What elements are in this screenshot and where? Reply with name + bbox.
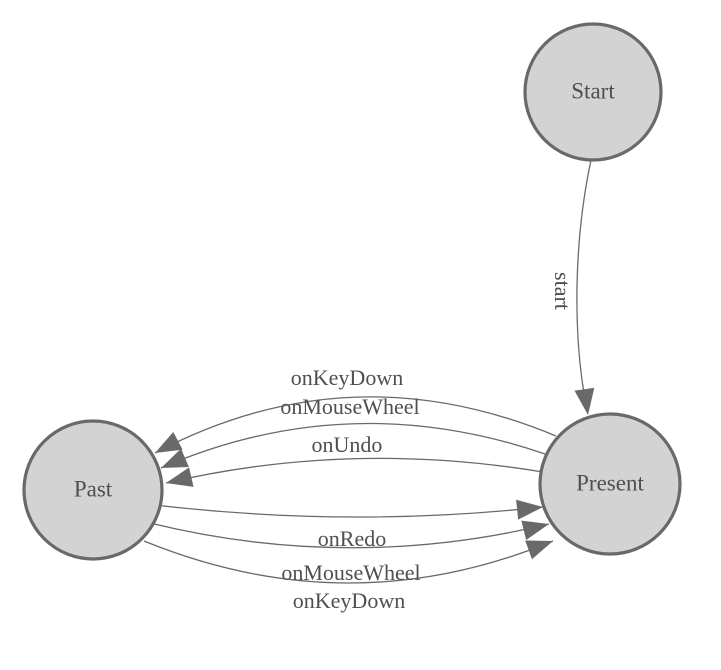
edge-past-to-present-onkeydown-arrowhead	[525, 540, 553, 560]
edge-present-to-past-onundo	[165, 457, 544, 484]
edge-present-to-past-onkeydown	[154, 396, 557, 454]
edge-present-to-past-onmousewheel-label: onMouseWheel	[280, 394, 419, 419]
edge-present-to-past-onmousewheel-arrowhead	[161, 448, 189, 468]
state-node-present[interactable]	[538, 412, 682, 556]
labels-layer: start onKeyDown onMouseWheel onUndo onRedo on…	[74, 79, 645, 614]
state-node-past-label: Past	[74, 477, 113, 502]
edge-present-to-past-onundo-arrowhead	[166, 467, 194, 487]
edge-past-to-present-onredo-label: onRedo	[318, 526, 386, 551]
state-node-start-label: Start	[571, 79, 615, 104]
edge-past-to-present-onredo	[154, 504, 544, 518]
edge-past-to-present-onmousewheel-label: onMouseWheel	[281, 560, 420, 585]
edge-past-to-present-onkeydown	[143, 540, 554, 584]
edge-start-to-present	[576, 159, 592, 411]
edge-start-to-present-label: start	[550, 272, 575, 310]
nodes-layer	[22, 22, 682, 561]
edge-present-to-past-onundo-label: onUndo	[312, 432, 383, 457]
edge-present-to-past-onmousewheel	[160, 422, 549, 469]
arrowheads-layer	[155, 387, 595, 560]
edge-present-to-past-onkeydown-label: onKeyDown	[291, 365, 403, 390]
edge-start-to-present-arrowhead	[574, 387, 595, 415]
edge-past-to-present-onmousewheel-arrowhead	[521, 520, 549, 540]
state-node-start[interactable]	[523, 22, 663, 162]
state-node-past[interactable]	[22, 419, 164, 561]
state-node-present-label: Present	[576, 471, 644, 496]
edge-past-to-present-onredo-arrowhead	[516, 499, 543, 520]
edge-past-to-present-onmousewheel	[149, 522, 550, 549]
edge-present-to-past-onkeydown-arrowhead	[155, 431, 183, 453]
edge-past-to-present-onkeydown-label: onKeyDown	[293, 588, 405, 613]
edges-layer	[143, 159, 592, 584]
